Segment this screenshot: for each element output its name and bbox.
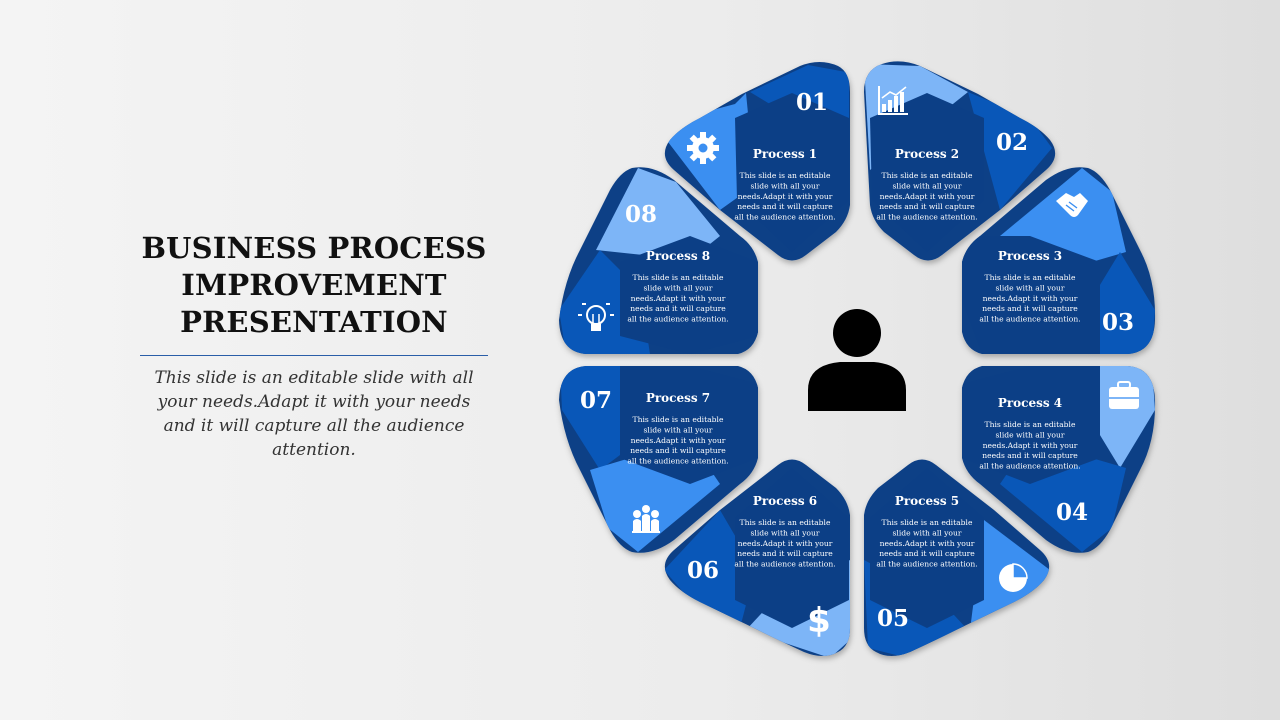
- title-line: BUSINESS PROCESS: [141, 231, 487, 265]
- process-number: 05: [877, 605, 909, 632]
- segment-body: [962, 366, 1100, 484]
- title-block: BUSINESS PROCESS IMPROVEMENT PRESENTATIO…: [140, 230, 488, 462]
- title-line: IMPROVEMENT: [181, 268, 447, 302]
- segment-body: [962, 236, 1100, 354]
- title-divider: [140, 355, 488, 356]
- slide-title: BUSINESS PROCESS IMPROVEMENT PRESENTATIO…: [140, 230, 488, 341]
- segment-accent: [664, 510, 755, 628]
- process-number: 04: [1056, 499, 1088, 526]
- segment-body: [620, 366, 758, 484]
- process-number: 07: [580, 387, 612, 414]
- chart-icon: [878, 86, 908, 115]
- pie-chart-icon: [999, 563, 1028, 592]
- process-title: Process 2: [895, 147, 959, 161]
- gear-icon: [687, 132, 719, 164]
- process-title: Process 4: [998, 396, 1062, 410]
- segment-body: [735, 93, 849, 252]
- team-icon: [632, 505, 660, 533]
- slide-subtitle: This slide is an editable slide with all…: [154, 368, 474, 460]
- person-icon: [808, 309, 906, 411]
- process-title: Process 7: [646, 391, 710, 405]
- process-number: 06: [687, 557, 719, 584]
- process-number: 03: [1102, 309, 1134, 336]
- process-title: Process 5: [895, 494, 959, 508]
- segment-body: [620, 236, 758, 354]
- segment-body: [870, 468, 984, 628]
- svg-text:$: $: [807, 601, 831, 641]
- process-title: Process 3: [998, 249, 1062, 263]
- process-number: 08: [625, 201, 657, 228]
- lightbulb-icon: [578, 303, 614, 331]
- title-line: PRESENTATION: [180, 305, 448, 339]
- process-number: 02: [996, 129, 1028, 156]
- process-title: Process 1: [753, 147, 817, 161]
- segment-body: [735, 468, 849, 628]
- handshake-icon: [1056, 193, 1088, 217]
- process-number: 01: [796, 89, 828, 116]
- segment-body: [870, 93, 984, 252]
- dollar-icon: $: [807, 601, 831, 641]
- briefcase-icon: [1109, 381, 1139, 409]
- process-title: Process 8: [646, 249, 710, 263]
- process-title: Process 6: [753, 494, 817, 508]
